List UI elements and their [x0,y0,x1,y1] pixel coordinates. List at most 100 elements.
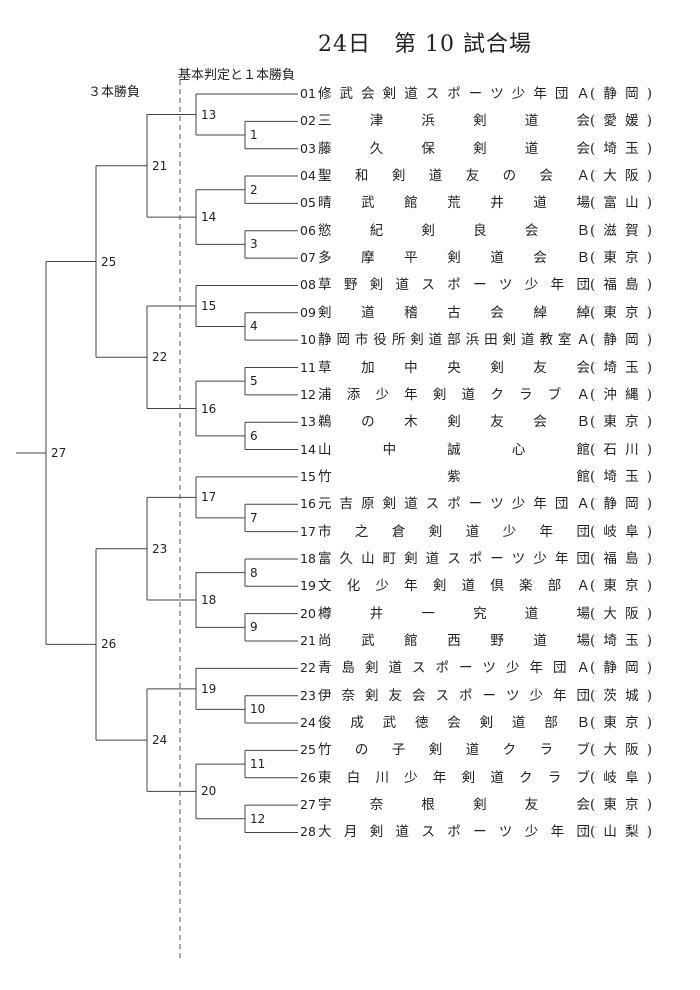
team-prefecture: (東京) [590,578,652,595]
team-prefecture: (岐阜) [590,769,652,786]
team-prefecture: (埼玉) [590,633,652,649]
match-number: 3 [250,237,258,252]
match-number: 12 [250,811,266,826]
team-number: 10 [300,332,316,348]
match-number: 6 [250,428,258,443]
match-number: 7 [250,510,258,525]
team-name: 晴武館荒井道場 [318,195,590,212]
team-number: 08 [300,277,316,293]
team-prefecture: (埼玉) [590,140,652,157]
team-number: 26 [300,769,316,785]
team-number: 16 [300,496,316,512]
match-number: 15 [201,298,217,313]
team-name: 草野剣道スポーツ少年団 [318,277,590,294]
match-number: 25 [101,254,117,269]
team-number: 05 [300,195,316,211]
team-number: 25 [300,742,316,758]
team-prefecture: (茨城) [590,687,652,704]
match-number: 5 [250,374,258,389]
team-prefecture: (静岡) [590,660,652,677]
team-name: 樽井一究道場 [318,605,590,622]
match-number: 19 [201,681,217,696]
match-number: 18 [201,592,217,607]
team-number: 13 [300,414,316,430]
match-number: 14 [201,210,217,225]
match-number: 20 [201,784,217,799]
team-prefecture: (大阪) [590,605,652,622]
team-prefecture: (静岡) [590,86,652,102]
legend-basic-judgment-one-point: 基本判定と１本勝負 [178,68,296,83]
team-prefecture: (沖縄) [590,386,652,403]
team-number: 14 [300,441,316,457]
team-number: 04 [300,168,316,184]
team-name: 富久山町剣道スポーツ少年団 [318,550,590,567]
team-name: 竹紫館 [318,468,590,485]
team-name: 草加中央剣友会 [318,359,590,376]
team-name: 藤久保剣道会 [318,140,590,157]
team-name: 伊奈剣友会スポーツ少年団 [318,687,590,704]
page-title: 24日 第 10 試合場 [318,32,532,57]
team-prefecture: (静岡) [590,332,652,349]
match-number: 8 [250,565,258,580]
team-number: 06 [300,222,316,238]
team-name: 竹の子剣道クラブ [318,742,590,759]
match-number: 9 [250,620,258,635]
team-number: 27 [300,797,316,813]
team-prefecture: (愛媛) [590,113,652,130]
team-prefecture: (山梨) [590,824,652,841]
team-number: 03 [300,140,316,156]
team-name: 市之倉剣道少年団 [318,523,590,540]
team-number: 18 [300,550,316,566]
match-number: 22 [152,350,168,365]
match-number: 26 [101,637,117,652]
team-prefecture: (東京) [590,414,652,431]
team-name: 尚武館西野道場 [318,633,590,649]
match-number: 23 [152,541,168,556]
team-number: 12 [300,386,316,402]
team-prefecture: (東京) [590,715,652,732]
match-number: 11 [250,757,266,772]
match-number: 10 [250,702,266,717]
team-name: 剣道稽古会綽綽 [318,304,590,321]
team-number: 28 [300,824,316,840]
team-prefecture: (大阪) [590,742,652,759]
team-number: 21 [300,633,316,648]
match-number: 13 [201,107,217,122]
team-prefecture: (富山) [590,195,652,212]
team-number: 07 [300,250,316,266]
team-prefecture: (大阪) [590,168,652,185]
match-number: 4 [250,319,258,334]
team-name: 宇奈根剣友会 [318,797,590,814]
match-number: 24 [152,733,168,748]
team-prefecture: (埼玉) [590,359,652,376]
team-prefecture: (東京) [590,797,652,814]
team-number: 02 [300,113,316,129]
team-number: 01 [300,86,316,101]
team-number: 22 [300,660,316,676]
